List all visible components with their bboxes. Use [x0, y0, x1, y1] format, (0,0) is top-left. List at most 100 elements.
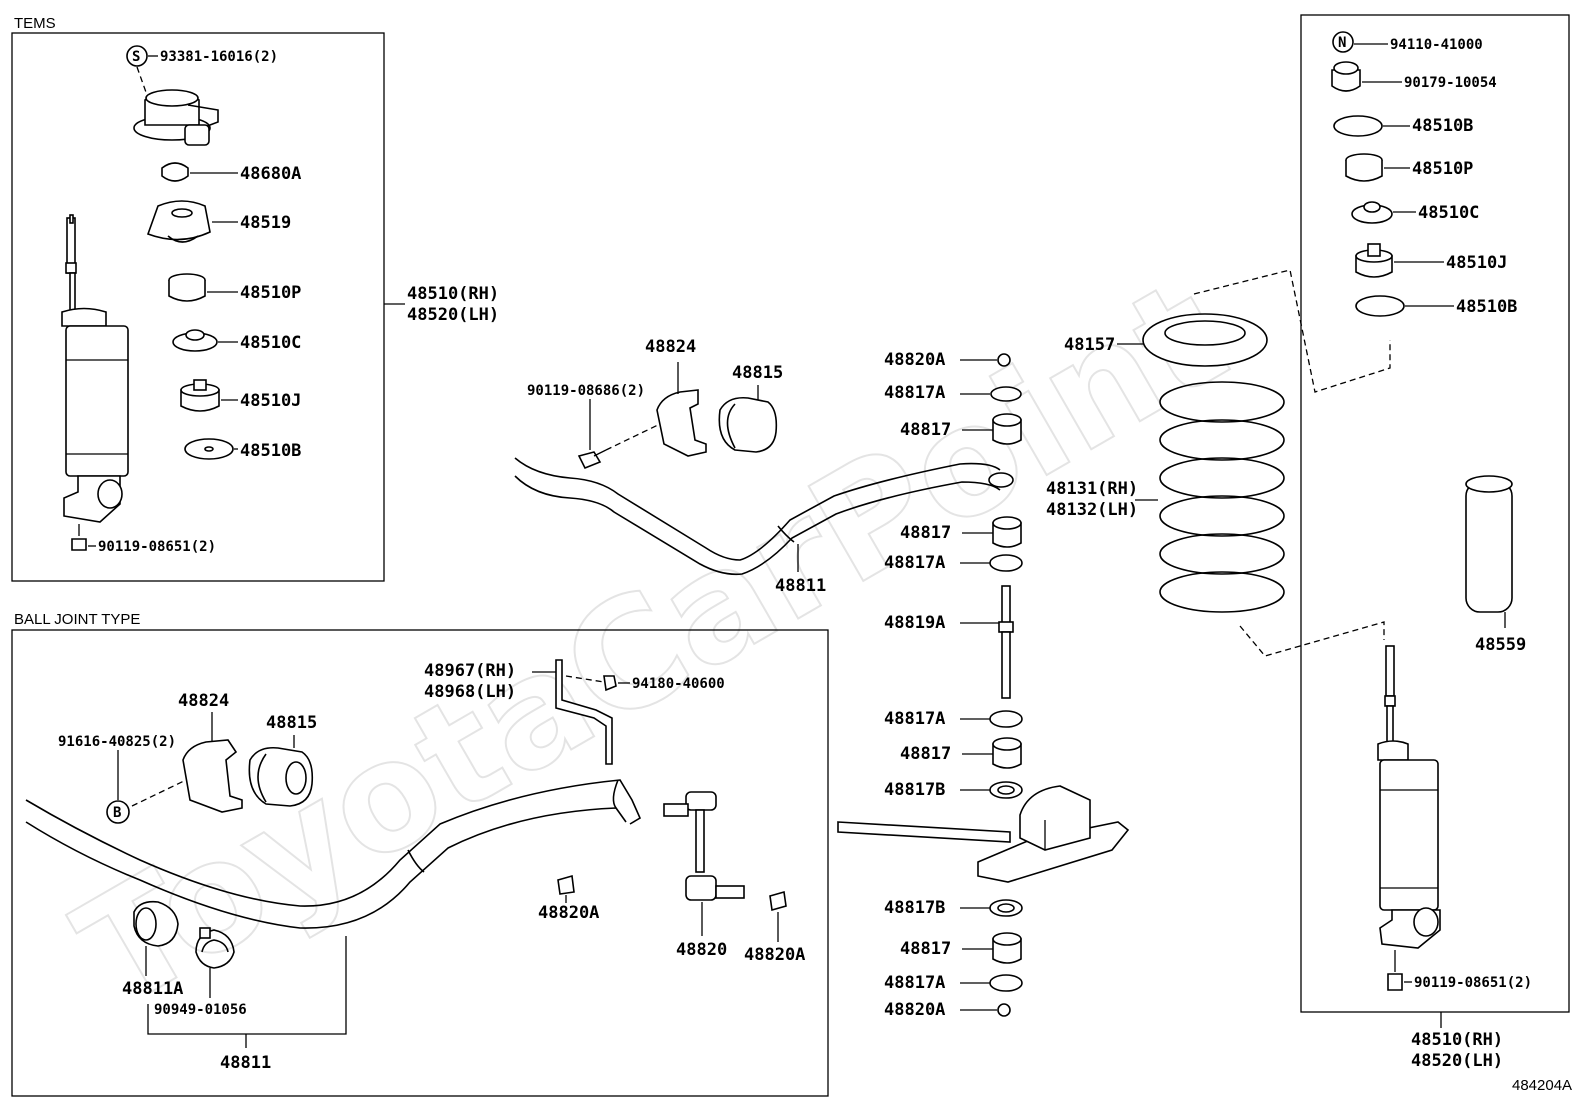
bolt-90119-08651-right — [1387, 973, 1403, 991]
nut-48820a-2 — [997, 1003, 1011, 1017]
bracket-48824-bottom — [182, 739, 243, 813]
label-48510p-left: 48510P — [240, 283, 301, 303]
bracket-48824-top — [656, 389, 707, 457]
svg-text:B: B — [113, 805, 121, 821]
stabilizer-link-48820 — [663, 791, 745, 901]
label-48510rh-left: 48510(RH) — [407, 284, 499, 304]
label-48815-top: 48815 — [732, 363, 783, 383]
bushing-48811a — [133, 900, 179, 947]
shock-absorber-left — [61, 214, 129, 523]
label-48520lh-left: 48520(LH) — [407, 305, 499, 325]
label-48157: 48157 — [1064, 335, 1115, 355]
tems-box — [11, 32, 385, 582]
label-48510b-left: 48510B — [240, 441, 301, 461]
svg-text:N: N — [1338, 35, 1346, 51]
washer-48510c-right — [1351, 201, 1393, 224]
washer-48817a-4 — [989, 974, 1023, 992]
shock-mount-sensor-part — [133, 89, 219, 146]
bolt-48819a — [998, 585, 1014, 699]
washer-48510c-left — [172, 329, 218, 352]
label-48817a-4: 48817A — [884, 973, 945, 993]
bump-stopper-boot-48559 — [1465, 475, 1513, 613]
label-48968lh: 48968(LH) — [424, 682, 516, 702]
label-48820a-b1: 48820A — [538, 903, 599, 923]
coil-spring-48131 — [1159, 381, 1285, 613]
label-48510b-right-2: 48510B — [1456, 297, 1517, 317]
label-48817-4: 48817 — [900, 939, 951, 959]
label-93381-16016: 93381-16016(2) — [160, 49, 278, 65]
nut-48820a-b2 — [769, 890, 787, 912]
section-label-ball-joint: BALL JOINT TYPE — [14, 611, 140, 628]
label-48519: 48519 — [240, 213, 291, 233]
nut-48820a-1 — [997, 353, 1011, 367]
label-48815-bottom: 48815 — [266, 713, 317, 733]
label-48132lh: 48132(LH) — [1046, 500, 1138, 520]
washer-48817b-2 — [989, 899, 1023, 917]
nut-94180-40600 — [603, 675, 617, 692]
washer-48510b-left — [184, 438, 234, 460]
label-48820a-1: 48820A — [884, 350, 945, 370]
label-48817-2: 48817 — [900, 523, 951, 543]
washer-48817b-1 — [989, 781, 1023, 799]
s-symbol: S — [126, 45, 148, 67]
bushing-48817-1 — [992, 413, 1022, 445]
label-48817b-2: 48817B — [884, 898, 945, 918]
label-48819a: 48819A — [884, 613, 945, 633]
spring-insulator-48157 — [1142, 313, 1268, 367]
bushing-48815-top — [718, 396, 778, 453]
label-90179-10054: 90179-10054 — [1404, 75, 1497, 91]
label-48811-bottom: 48811 — [220, 1053, 271, 1073]
label-48817a-3: 48817A — [884, 709, 945, 729]
bushing-48510p-left — [168, 273, 206, 302]
label-94180-40600: 94180-40600 — [632, 676, 725, 692]
label-94110-41000: 94110-41000 — [1390, 37, 1483, 53]
label-48559: 48559 — [1475, 635, 1526, 655]
label-48510j-right: 48510J — [1446, 253, 1507, 273]
label-48131rh: 48131(RH) — [1046, 479, 1138, 499]
label-48510p-right: 48510P — [1412, 159, 1473, 179]
washer-48510b-right-1 — [1333, 115, 1383, 137]
washer-48510b-right-2 — [1355, 295, 1405, 317]
label-48811-top: 48811 — [775, 576, 826, 596]
label-91616-40825: 91616-40825(2) — [58, 734, 176, 750]
label-48817b-1: 48817B — [884, 780, 945, 800]
label-90119-08651-left: 90119-08651(2) — [98, 539, 216, 555]
ball-joint-box — [11, 629, 829, 1097]
stabilizer-bar-48811-bottom — [25, 779, 642, 929]
washer-48817a-1 — [990, 386, 1022, 402]
label-48820: 48820 — [676, 940, 727, 960]
bracket-lines-48811 — [147, 936, 347, 1035]
washer-48817a-3 — [989, 710, 1023, 728]
bushing-48510j-right — [1355, 243, 1393, 278]
stabilizer-bar-48811-top — [514, 457, 1014, 576]
upper-mount-48519 — [146, 200, 211, 243]
watermark: ToyotaCarPoint — [51, 247, 1253, 1041]
label-48811a: 48811A — [122, 979, 183, 999]
label-48510j-left: 48510J — [240, 391, 301, 411]
bushing-48815-bottom — [248, 746, 314, 807]
label-48824-bottom: 48824 — [178, 691, 229, 711]
nut-48820a-b1 — [557, 874, 575, 895]
label-48680a: 48680A — [240, 164, 301, 184]
label-90119-08651-right: 90119-08651(2) — [1414, 975, 1532, 991]
label-48817a-1: 48817A — [884, 383, 945, 403]
clamp-90949-01056 — [195, 927, 235, 969]
bushing-48817-3 — [992, 737, 1022, 769]
bracket-48967 — [555, 659, 613, 765]
lower-arm-bracket — [837, 785, 1130, 883]
bushing-48817-4 — [992, 932, 1022, 964]
label-48510c-right: 48510C — [1418, 203, 1479, 223]
nut-48680a — [161, 162, 189, 182]
bolt-90119-08651-left — [71, 538, 87, 551]
nut-90179-10054 — [1331, 61, 1361, 92]
svg-text:S: S — [132, 49, 140, 65]
label-48510b-right-1: 48510B — [1412, 116, 1473, 136]
b-symbol: B — [106, 800, 130, 824]
label-48817a-2: 48817A — [884, 553, 945, 573]
label-48510c-left: 48510C — [240, 333, 301, 353]
label-90119-08686: 90119-08686(2) — [527, 383, 645, 399]
label-48520lh-right: 48520(LH) — [1411, 1051, 1503, 1071]
label-48510rh-right: 48510(RH) — [1411, 1030, 1503, 1050]
label-48967rh: 48967(RH) — [424, 661, 516, 681]
